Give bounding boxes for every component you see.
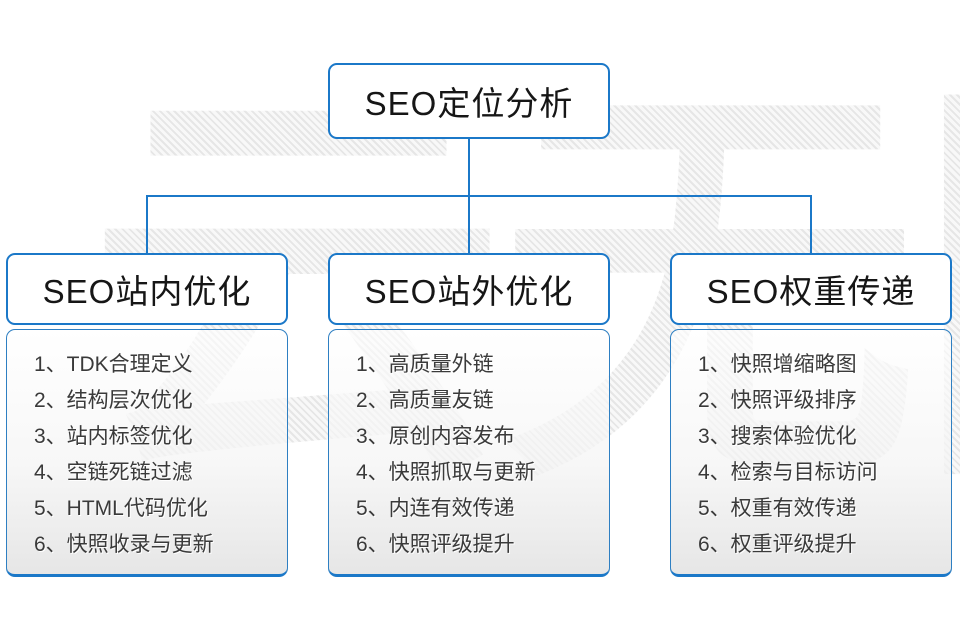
list-item: 3、搜索体验优化 bbox=[698, 425, 857, 448]
list-item: 2、高质量友链 bbox=[356, 389, 494, 412]
list-item: 5、HTML代码优化 bbox=[34, 497, 208, 520]
list-item: 3、原创内容发布 bbox=[356, 425, 515, 448]
connector-horizontal-bus bbox=[146, 195, 812, 197]
list-item: 4、快照抓取与更新 bbox=[356, 461, 536, 484]
list-item: 4、空链死链过滤 bbox=[34, 461, 193, 484]
root-node: SEO定位分析 bbox=[328, 63, 610, 139]
connector-drop-left bbox=[146, 195, 148, 254]
list-item: 2、快照评级排序 bbox=[698, 389, 857, 412]
list-item: 5、内连有效传递 bbox=[356, 497, 515, 520]
branch-node-label: SEO站内优化 bbox=[42, 273, 252, 310]
branch-node-label: SEO权重传递 bbox=[706, 273, 916, 310]
list-panel-offsite: 1、高质量外链 2、高质量友链 3、原创内容发布 4、快照抓取与更新 5、内连有… bbox=[328, 329, 610, 577]
connector-drop-middle bbox=[468, 195, 470, 254]
connector-drop-right bbox=[810, 195, 812, 254]
list-item: 1、高质量外链 bbox=[356, 353, 494, 376]
list-panel-onsite: 1、TDK合理定义 2、结构层次优化 3、站内标签优化 4、空链死链过滤 5、H… bbox=[6, 329, 288, 577]
list-item: 6、快照评级提升 bbox=[356, 533, 515, 556]
list-item: 5、权重有效传递 bbox=[698, 497, 857, 520]
list-item: 4、检索与目标访问 bbox=[698, 461, 878, 484]
list-item: 3、站内标签优化 bbox=[34, 425, 193, 448]
list-item: 1、TDK合理定义 bbox=[34, 353, 193, 376]
connector-root-drop bbox=[468, 138, 470, 196]
list-panel-weight: 1、快照增缩略图 2、快照评级排序 3、搜索体验优化 4、检索与目标访问 5、权… bbox=[670, 329, 952, 577]
list-item: 6、快照收录与更新 bbox=[34, 533, 214, 556]
list-item: 2、结构层次优化 bbox=[34, 389, 193, 412]
branch-node-label: SEO站外优化 bbox=[364, 273, 574, 310]
branch-node-onsite: SEO站内优化 bbox=[6, 253, 288, 325]
branch-node-weight: SEO权重传递 bbox=[670, 253, 952, 325]
list-item: 6、权重评级提升 bbox=[698, 533, 857, 556]
list-item: 1、快照增缩略图 bbox=[698, 353, 857, 376]
root-node-label: SEO定位分析 bbox=[364, 85, 574, 122]
branch-node-offsite: SEO站外优化 bbox=[328, 253, 610, 325]
